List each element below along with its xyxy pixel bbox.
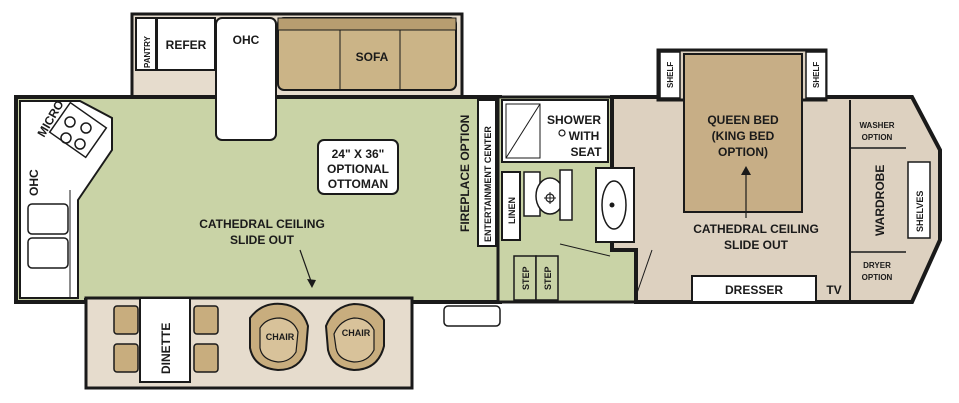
living-slide-label: SLIDE OUT: [230, 233, 295, 247]
bed-option-label-2: OPTION): [718, 145, 768, 159]
dresser-label: DRESSER: [725, 283, 783, 297]
stove: [48, 101, 108, 159]
dinette-chairs: [113, 305, 219, 373]
arrow-head: [307, 279, 316, 288]
chair-1: [249, 302, 310, 372]
chair-2-label: CHAIR: [342, 328, 371, 338]
bedroom-door-line: [635, 249, 653, 297]
entry-door: [443, 305, 501, 327]
overhead-cabinet-top: [215, 17, 277, 141]
dinette-table: [139, 297, 191, 383]
refer-label: REFER: [166, 38, 207, 52]
dresser: [691, 275, 817, 303]
ottoman-optional: OPTIONAL: [327, 162, 389, 176]
tv-label: TV: [826, 283, 841, 297]
washer-option-label: OPTION: [862, 133, 893, 142]
pantry-label: PANTRY: [143, 35, 152, 68]
ohc-top-label: OHC: [233, 33, 260, 47]
bedroom-ceiling-label: CATHEDRAL CEILING: [693, 222, 819, 236]
entry-step-2: [535, 255, 559, 301]
living-ceiling-arrow: [299, 249, 313, 285]
chair-2: [324, 302, 385, 372]
linen-closet: [501, 171, 521, 241]
step-1-label: STEP: [521, 266, 531, 290]
shelf-right: [805, 51, 827, 99]
shelf-left-label: SHELF: [666, 62, 675, 88]
bathroom-sink-icon: [595, 167, 635, 243]
bed-option-label: (KING BED: [712, 129, 775, 143]
ohc-left-label: OHC: [27, 169, 41, 196]
kitchen-sink: [27, 203, 69, 269]
shelf-left: [659, 51, 681, 99]
living-ceiling-label: CATHEDRAL CEILING: [199, 217, 325, 231]
dryer-option-label: OPTION: [862, 273, 893, 282]
refrigerator: [156, 17, 216, 71]
fireplace-label: FIREPLACE OPTION: [458, 115, 472, 232]
shelves-unit: [907, 161, 931, 239]
sofa-label: SOFA: [356, 50, 389, 64]
step-2-label: STEP: [543, 266, 553, 290]
toilet-icon: [523, 171, 565, 217]
linen-label: LINEN: [507, 197, 517, 224]
dinette-label: DINETTE: [159, 323, 173, 374]
bedroom-slide-label: SLIDE OUT: [724, 238, 789, 252]
entertainment-label: ENTERTAINMENT CENTER: [483, 126, 493, 242]
shower-drain-icon: [558, 129, 566, 137]
shower-label: SHOWER: [547, 113, 601, 127]
washer-label: WASHER: [859, 121, 894, 130]
dryer-label: DRYER: [863, 261, 891, 270]
chair-1-label: CHAIR: [266, 332, 295, 342]
ottoman-size: 24" X 36": [332, 147, 385, 161]
shower-seat-label: SEAT: [570, 145, 602, 159]
arrow-head: [741, 166, 751, 175]
bathroom-wall-block: [559, 169, 573, 221]
ottoman-outline: [317, 139, 399, 195]
shower-with-label: WITH: [569, 129, 600, 143]
shower-seat-line: [505, 103, 541, 159]
bed-label: QUEEN BED: [707, 113, 779, 127]
ottoman-label: OTTOMAN: [328, 177, 388, 191]
wardrobe-label: WARDROBE: [873, 165, 887, 236]
shelf-right-label: SHELF: [812, 62, 821, 88]
shelves-label: SHELVES: [915, 191, 925, 232]
queen-bed: [683, 53, 803, 213]
entertainment-center: [477, 99, 497, 247]
bathroom-door-swing: [559, 243, 611, 257]
sofa-back: [277, 17, 457, 31]
